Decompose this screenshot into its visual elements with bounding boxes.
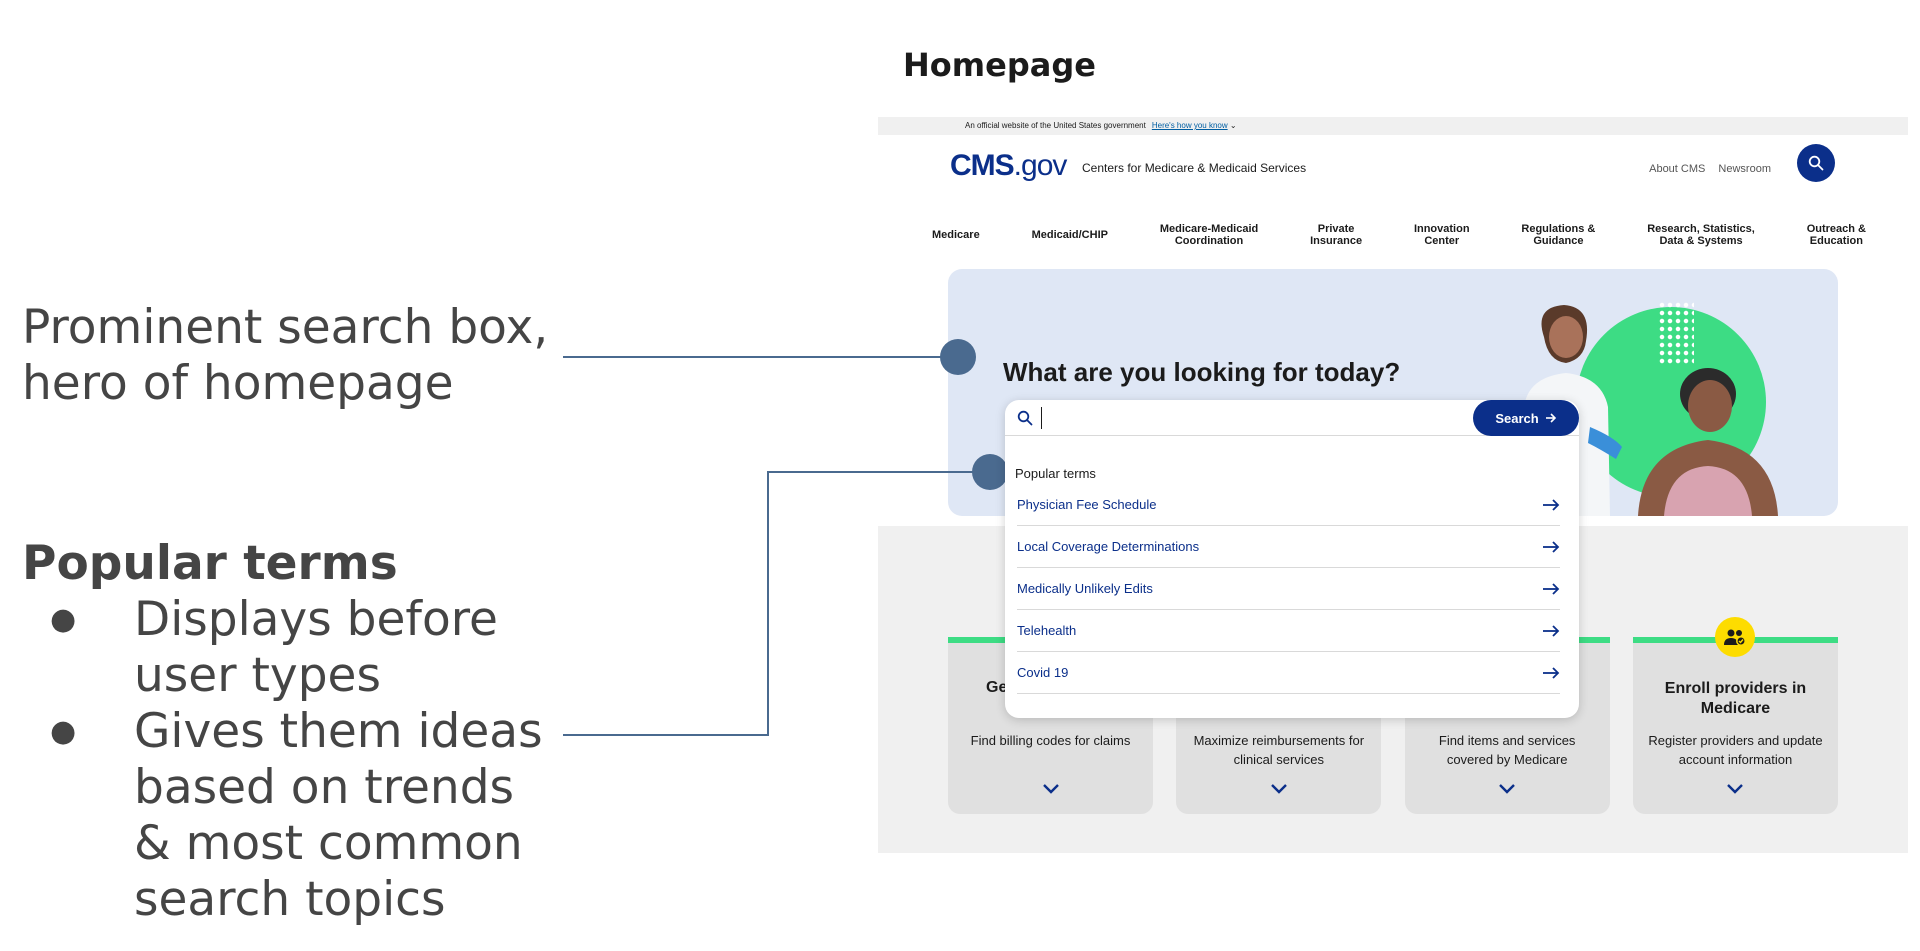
nav-medicare[interactable]: Medicare bbox=[932, 229, 980, 241]
task-card-enroll[interactable]: Enroll providers in Medicare Register pr… bbox=[1632, 617, 1838, 814]
people-icon bbox=[1715, 617, 1756, 657]
card-desc: Register providers and update account in… bbox=[1648, 733, 1823, 767]
nav-outreach-education[interactable]: Outreach & Education bbox=[1806, 223, 1866, 247]
hero-title: What are you looking for today? bbox=[1003, 357, 1401, 387]
callout-bullet: Displays before user types bbox=[22, 592, 562, 704]
callout-bullet: Gives them ideas based on trends & most … bbox=[22, 704, 562, 928]
search-icon bbox=[1017, 410, 1033, 426]
arrow-right-icon bbox=[1545, 413, 1556, 423]
nav-medicaid-chip[interactable]: Medicaid/CHIP bbox=[1031, 229, 1108, 241]
gov-banner-link[interactable]: Here's how you know bbox=[1151, 121, 1228, 130]
card-desc: Find billing codes for claims bbox=[970, 733, 1131, 748]
search-input[interactable] bbox=[1041, 407, 1441, 429]
callout-bullets: Displays before user types Gives them id… bbox=[22, 592, 562, 928]
popular-term[interactable]: Covid 19 bbox=[1017, 652, 1560, 694]
newsroom-link[interactable]: Newsroom bbox=[1718, 163, 1771, 175]
popular-terms-label: Popular terms bbox=[1015, 466, 1096, 481]
search-row: Search bbox=[1005, 400, 1579, 436]
popular-term-label: Covid 19 bbox=[1017, 665, 1069, 680]
search-button-label: Search bbox=[1495, 410, 1539, 426]
slide-title: Homepage bbox=[903, 46, 1096, 84]
card-desc: Maximize reimbursements for clinical ser… bbox=[1193, 733, 1365, 767]
popular-term-label: Telehealth bbox=[1017, 623, 1077, 638]
chevron-down-icon: ⌄ bbox=[1229, 121, 1237, 130]
popular-term[interactable]: Medically Unlikely Edits bbox=[1017, 568, 1560, 610]
header-search-button[interactable] bbox=[1797, 144, 1835, 182]
search-icon bbox=[1808, 155, 1824, 171]
gov-banner-text: An official website of the United States… bbox=[965, 121, 1146, 130]
logo-suffix: .gov bbox=[1013, 149, 1068, 182]
popular-term-label: Local Coverage Determinations bbox=[1017, 539, 1200, 554]
decorative-dots bbox=[1658, 301, 1694, 365]
popular-term[interactable]: Local Coverage Determinations bbox=[1017, 526, 1560, 568]
chevron-down-icon bbox=[1042, 784, 1059, 794]
nav-medicare-medicaid-coordination[interactable]: Medicare-Medicaid Coordination bbox=[1159, 223, 1259, 247]
card-desc: Find items and services covered by Medic… bbox=[1438, 733, 1576, 767]
about-cms-link[interactable]: About CMS bbox=[1649, 163, 1706, 175]
card-title: Enroll providers in Medicare bbox=[1664, 680, 1807, 717]
gov-banner: An official website of the United States… bbox=[878, 117, 1908, 135]
arrow-right-icon bbox=[1543, 540, 1560, 553]
nav-private-insurance[interactable]: Private Insurance bbox=[1310, 223, 1363, 247]
popular-term[interactable]: Physician Fee Schedule bbox=[1017, 484, 1560, 526]
main-nav: Medicare Medicaid/CHIP Medicare-Medicaid… bbox=[932, 223, 1866, 247]
org-name: Centers for Medicare & Medicaid Services bbox=[1082, 161, 1307, 175]
cms-logo[interactable]: CMS.gov bbox=[950, 149, 1068, 183]
popular-term[interactable]: Telehealth bbox=[1017, 610, 1560, 652]
chevron-down-icon bbox=[1727, 784, 1744, 794]
search-button[interactable]: Search bbox=[1473, 400, 1579, 436]
utility-links: About CMS Newsroom bbox=[1639, 163, 1771, 175]
chevron-down-icon bbox=[1499, 784, 1516, 794]
nav-research-statistics[interactable]: Research, Statistics, Data & Systems bbox=[1647, 223, 1755, 247]
callout-popular-heading: Popular terms bbox=[22, 536, 398, 591]
chevron-down-icon bbox=[1270, 784, 1287, 794]
popular-term-label: Physician Fee Schedule bbox=[1017, 497, 1157, 512]
popular-term-label: Medically Unlikely Edits bbox=[1017, 581, 1153, 596]
arrow-right-icon bbox=[1543, 624, 1560, 637]
arrow-right-icon bbox=[1543, 666, 1560, 679]
arrow-right-icon bbox=[1543, 498, 1560, 511]
card-title: Ge bbox=[986, 679, 1008, 696]
arrow-right-icon bbox=[1543, 582, 1560, 595]
callout-search-box: Prominent search box, hero of homepage bbox=[22, 300, 549, 411]
nav-innovation-center[interactable]: Innovation Center bbox=[1413, 223, 1470, 247]
hero-photo-patient bbox=[1638, 368, 1778, 516]
nav-regulations-guidance[interactable]: Regulations & Guidance bbox=[1521, 223, 1596, 247]
popular-terms-list: Physician Fee Schedule Local Coverage De… bbox=[1017, 484, 1560, 694]
search-box: Search Popular terms Physician Fee Sched… bbox=[1005, 400, 1579, 718]
logo-bold: CMS bbox=[950, 149, 1015, 182]
